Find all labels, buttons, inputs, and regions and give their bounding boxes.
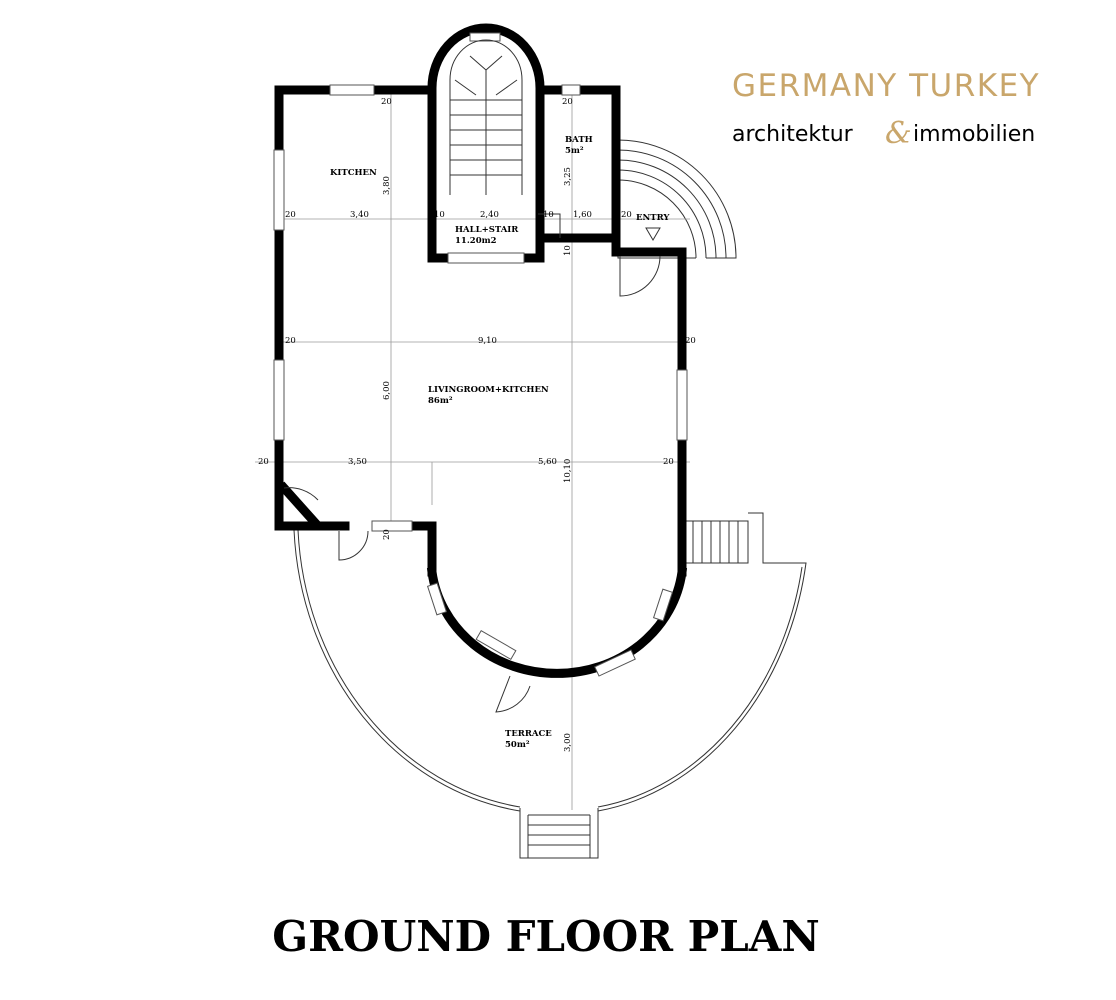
room-bath-area: 5m² [565, 146, 584, 156]
brand-logo: GERMANY TURKEY architektur & immobilien [732, 68, 1040, 151]
dim-label: 3,25 [563, 167, 573, 186]
entry-stair [617, 139, 737, 259]
dim-label: 20 [382, 529, 392, 540]
dim-label: 5,60 [538, 457, 557, 467]
dim-label: 3,50 [348, 457, 367, 467]
dim-label: 9,10 [478, 336, 497, 346]
dim-label: 10 [543, 210, 554, 220]
dim-label: 20 [285, 210, 296, 220]
brand-tagline-left: architektur [732, 122, 854, 147]
walls [274, 23, 688, 678]
brand-tagline-right: immobilien [913, 122, 1035, 147]
room-terrace-area: 50m² [505, 740, 530, 750]
hall-stair [449, 39, 523, 195]
doors [283, 213, 661, 713]
plan-title: GROUND FLOOR PLAN [272, 912, 820, 961]
dim-label: 3,80 [382, 176, 392, 195]
room-bath-label: BATH [565, 135, 593, 145]
terrace-outline [293, 512, 807, 859]
dim-label: 20 [621, 210, 632, 220]
dim-label: 1,60 [573, 210, 592, 220]
dim-label: 20 [258, 457, 269, 467]
dim-label: 3,00 [563, 733, 573, 752]
room-living-area: 86m² [428, 396, 453, 406]
dim-label: 20 [285, 336, 296, 346]
brand-ampersand: & [885, 116, 912, 151]
room-hall-label: HALL+STAIR [455, 225, 519, 235]
dimension-lines [255, 90, 690, 810]
dim-label: 20 [663, 457, 674, 467]
dim-label: 6,00 [382, 381, 392, 400]
dim-label: 2,40 [480, 210, 499, 220]
dim-label: 20 [685, 336, 696, 346]
dim-label: 10,10 [563, 459, 573, 483]
windows [273, 32, 688, 677]
room-terrace-label: TERRACE [505, 729, 552, 739]
room-living-label: LIVINGROOM+KITCHEN [428, 385, 549, 395]
room-entry-label: ENTRY [636, 213, 670, 223]
dim-label: 20 [562, 97, 573, 107]
dim-label: 20 [381, 97, 392, 107]
dim-label: 10 [434, 210, 445, 220]
room-labels: KITCHEN BATH 5m² HALL+STAIR 11.20m2 ENTR… [330, 135, 670, 750]
dim-label: 3,40 [350, 210, 369, 220]
dimension-labels: 20 3,80 20 3,25 20 3,40 10 2,40 10 1,60 … [258, 97, 696, 752]
room-kitchen-label: KITCHEN [330, 168, 377, 178]
dim-label: 10 [563, 245, 573, 256]
room-hall-area: 11.20m2 [455, 236, 497, 246]
brand-name: GERMANY TURKEY [732, 68, 1040, 104]
